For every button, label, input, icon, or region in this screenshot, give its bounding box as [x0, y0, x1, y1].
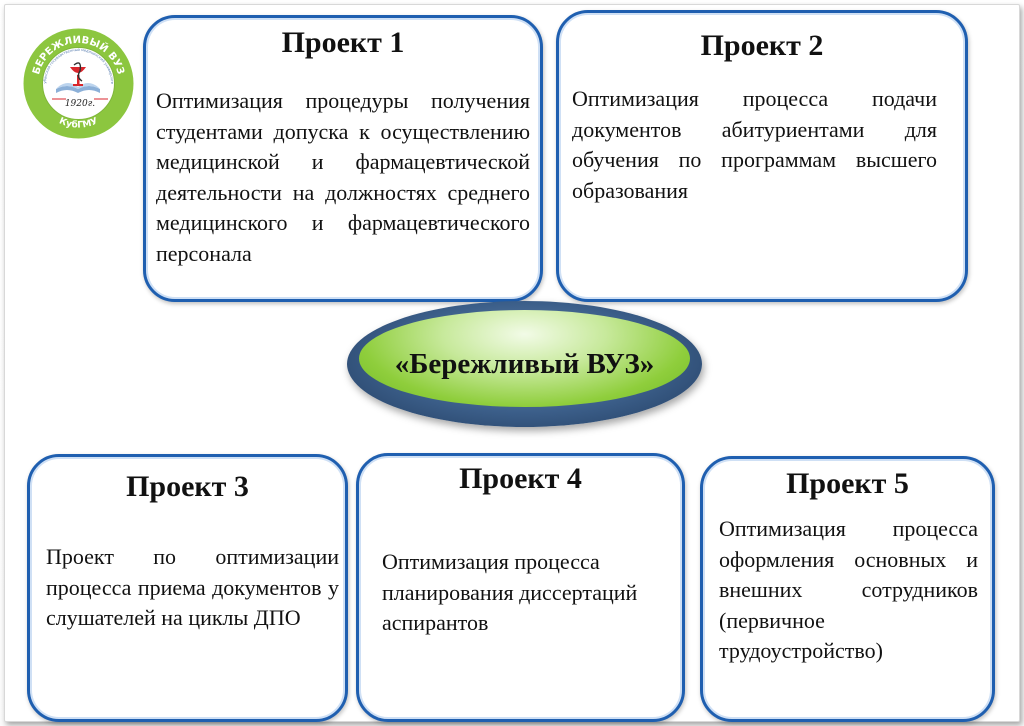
- project-text-1: Оптимизация процедуры получения студента…: [156, 88, 530, 266]
- logo-bottom-text: КубГМУ: [57, 116, 99, 130]
- svg-text:КубГМУ: КубГМУ: [57, 116, 99, 130]
- center-oval: «Бережливый ВУЗ»: [347, 301, 702, 427]
- center-oval-inner: «Бережливый ВУЗ»: [359, 310, 690, 407]
- logo-year: 1920г.: [65, 99, 95, 109]
- project-title-5: Проект 5: [786, 467, 909, 500]
- project-card-5: Проект 5 Оптимизация процесса оформления…: [700, 456, 995, 722]
- logo-emblem-icon: БЕРЕЖЛИВЫЙ ВУЗ КубГМУ Кубанский государс…: [21, 24, 134, 139]
- kubgmu-logo: БЕРЕЖЛИВЫЙ ВУЗ КубГМУ Кубанский государс…: [21, 24, 135, 140]
- project-card-2: Проект 2 Оптимизация процесса подачи док…: [556, 10, 968, 302]
- project-text-2: Оптимизация процесса подачи документов а…: [572, 86, 937, 203]
- project-text-3: Проект по оптимизации процесса приема до…: [46, 544, 339, 630]
- project-card-4: Проект 4 Оптимизация процесса планирован…: [356, 453, 685, 722]
- center-label: «Бережливый ВУЗ»: [394, 348, 655, 380]
- project-card-3: Проект 3 Проект по оптимизации процесса …: [27, 454, 348, 722]
- project-title-1: Проект 1: [281, 26, 405, 59]
- project-card-1: Проект 1 Оптимизация процедуры получения…: [143, 15, 543, 302]
- project-title-3: Проект 3: [126, 470, 249, 503]
- project-text-5: Оптимизация процесса оформления основных…: [719, 516, 978, 663]
- project-title-4: Проект 4: [459, 462, 582, 495]
- project-title-2: Проект 2: [700, 29, 824, 62]
- slide-frame: БЕРЕЖЛИВЫЙ ВУЗ КубГМУ Кубанский государс…: [4, 4, 1020, 722]
- project-text-4: Оптимизация процесса планирования диссер…: [382, 549, 638, 635]
